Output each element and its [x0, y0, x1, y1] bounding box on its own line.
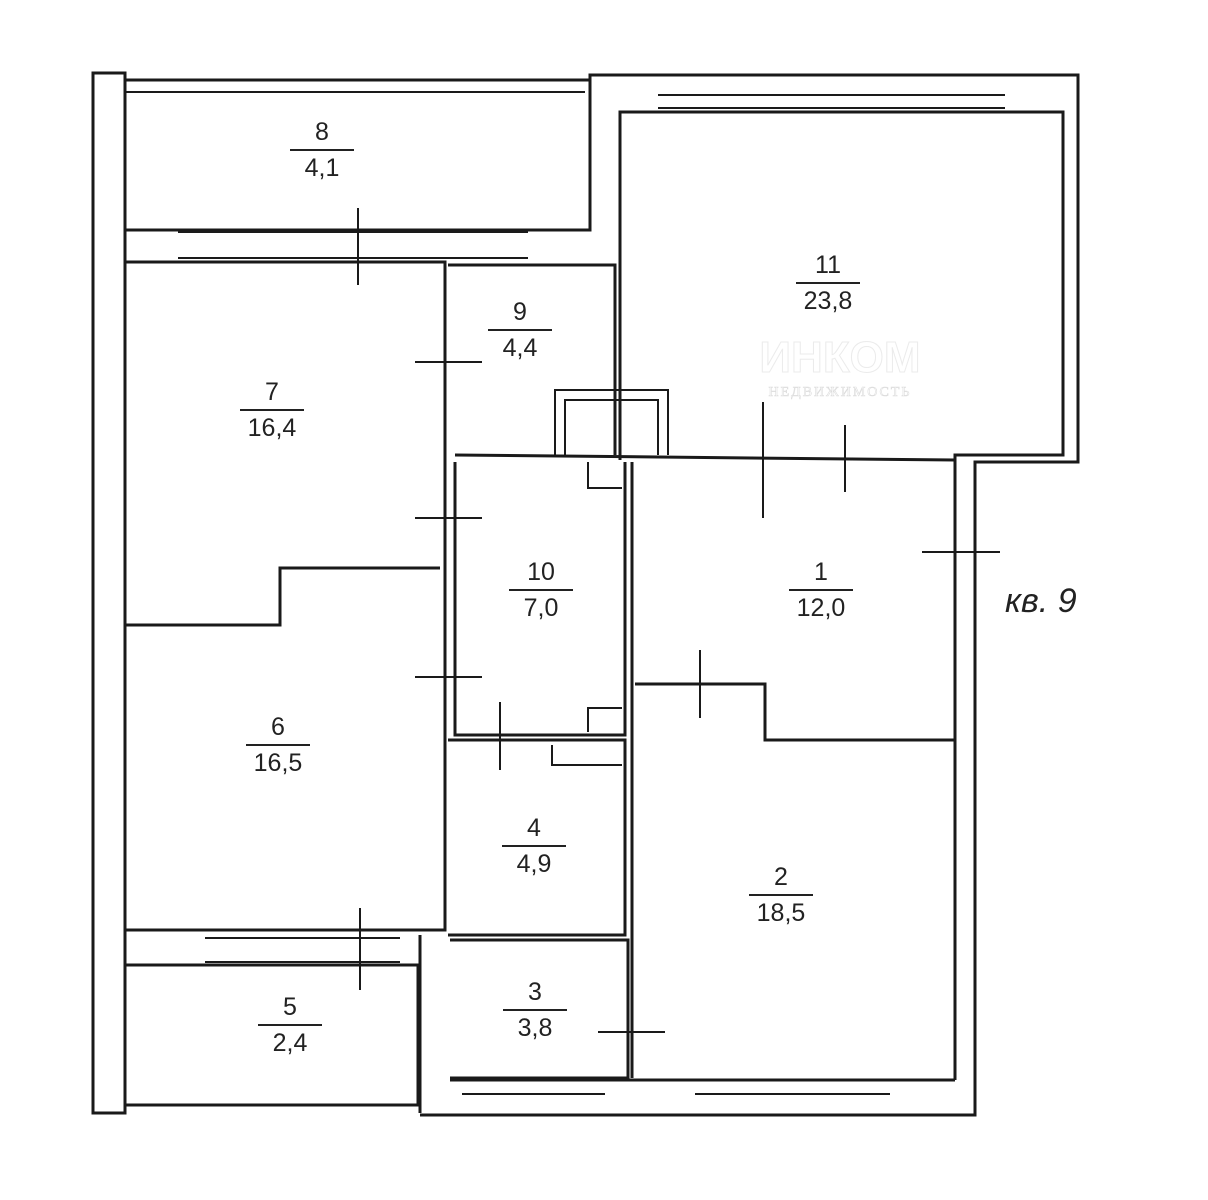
- room-area: 7,0: [524, 594, 559, 622]
- room-8: 84,1: [290, 118, 354, 182]
- room-number: 1: [814, 558, 828, 586]
- room-2: 218,5: [749, 863, 813, 927]
- room-number: 10: [527, 558, 555, 586]
- svg-text:ИНКОМ: ИНКОМ: [759, 333, 920, 382]
- room-area: 16,4: [248, 414, 297, 442]
- room-3: 33,8: [503, 978, 567, 1042]
- room-number: 8: [315, 118, 329, 146]
- room-area: 4,1: [305, 154, 340, 182]
- room-9: 94,4: [488, 298, 552, 362]
- room-10: 107,0: [509, 558, 573, 622]
- room-11: 11 23,8: [796, 251, 860, 315]
- apartment-label: кв. 9: [1005, 582, 1077, 620]
- room-number: 2: [774, 863, 788, 891]
- room-6: 616,5: [246, 713, 310, 777]
- room-number: 3: [528, 978, 542, 1006]
- room-number: 11: [815, 251, 841, 279]
- room-7: 716,4: [240, 378, 304, 442]
- room-number: 7: [265, 378, 279, 406]
- watermark-logo: ИНКОМ НЕДВИЖИМОСТЬ: [759, 333, 921, 401]
- room-number: 5: [283, 993, 297, 1021]
- room-area: 18,5: [757, 899, 806, 927]
- room-area: 23,8: [804, 287, 853, 315]
- room-number: 4: [527, 814, 541, 842]
- room-5: 52,4: [258, 993, 322, 1057]
- room-area: 12,0: [797, 594, 846, 622]
- room-4: 44,9: [502, 814, 566, 878]
- room-area: 4,9: [517, 850, 552, 878]
- room-number: 6: [271, 713, 285, 741]
- room-area: 16,5: [254, 749, 303, 777]
- room-area: 2,4: [273, 1029, 308, 1057]
- room-area: 4,4: [503, 334, 538, 362]
- walls: [91, 71, 1080, 1117]
- room-labels: 112,0218,533,844,952,4616,5716,484,194,4…: [240, 118, 860, 1057]
- room-number: 9: [513, 298, 527, 326]
- room-1: 112,0: [789, 558, 853, 622]
- svg-text:НЕДВИЖИМОСТЬ: НЕДВИЖИМОСТЬ: [769, 385, 912, 400]
- room-area: 3,8: [518, 1014, 553, 1042]
